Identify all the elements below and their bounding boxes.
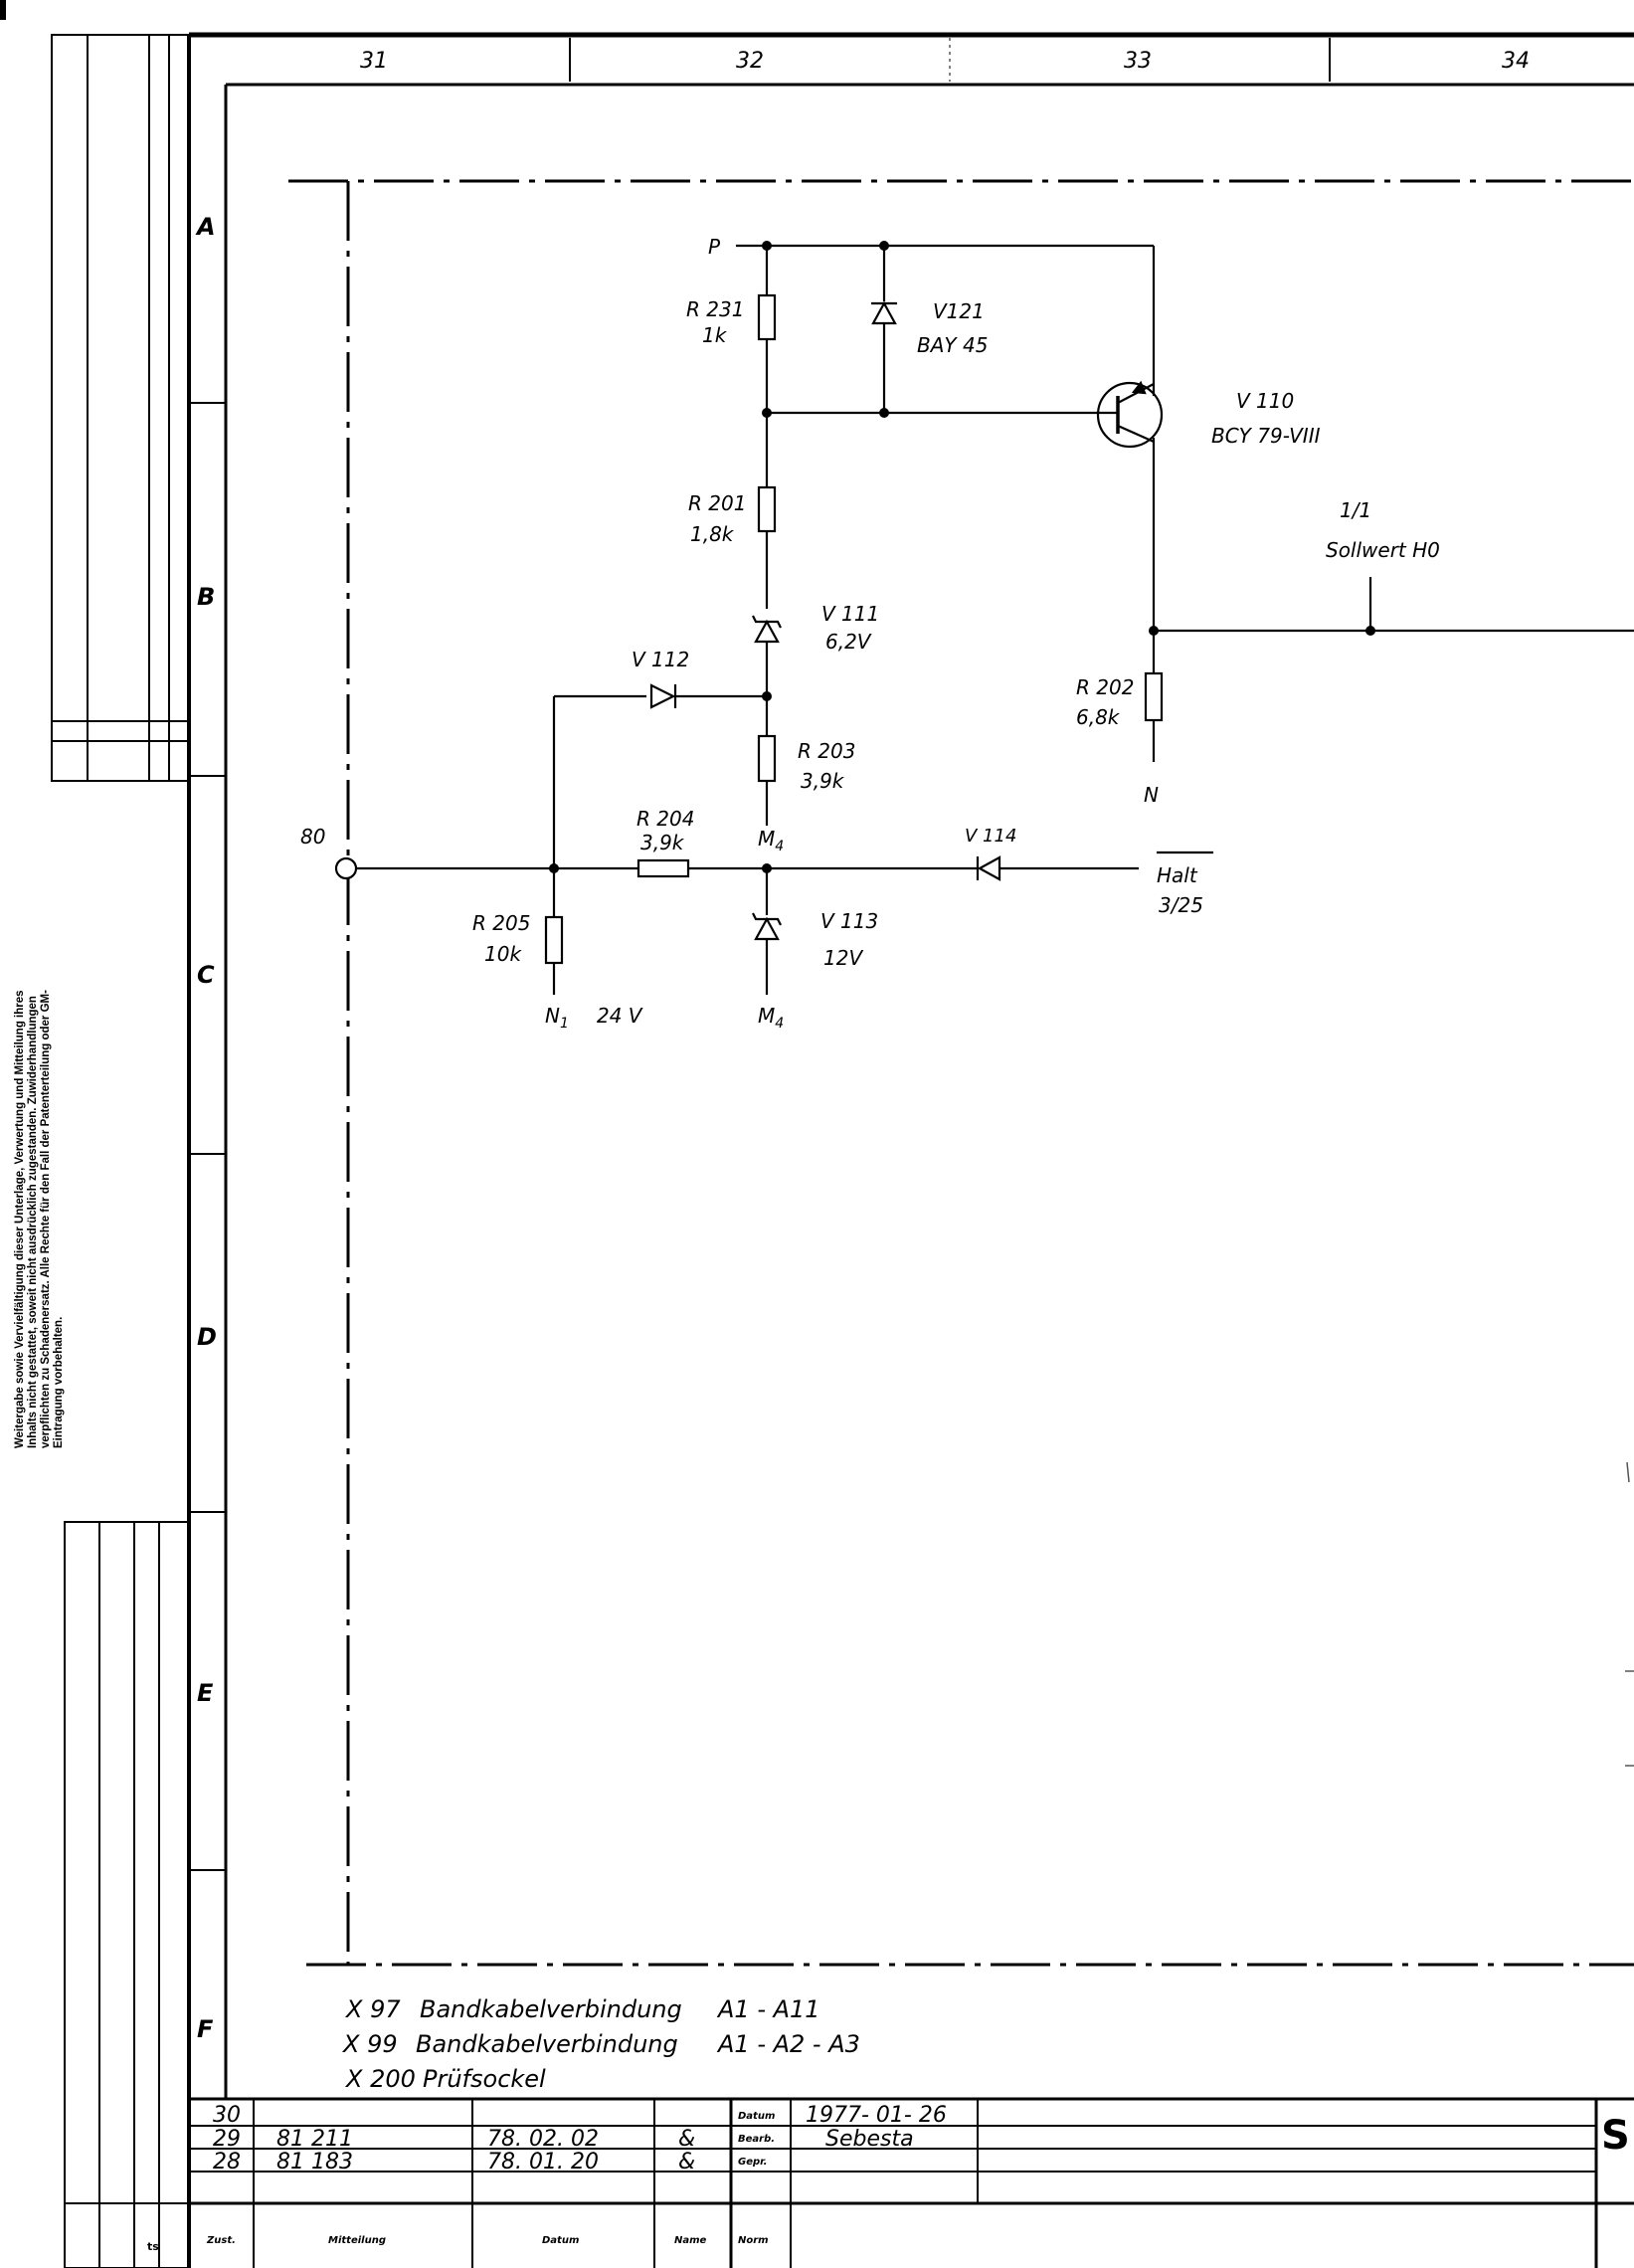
r204-resistor bbox=[636, 858, 690, 878]
tb-mitteilung: 81 211 bbox=[276, 2127, 353, 2152]
row-label: D bbox=[197, 1323, 217, 1351]
note-conn: A1 - A11 bbox=[716, 1995, 820, 2023]
r202-resistor bbox=[1144, 671, 1164, 722]
row-label: C bbox=[197, 961, 215, 989]
column-label: 32 bbox=[736, 49, 764, 74]
tb-bearb-value: Sebesta bbox=[825, 2127, 914, 2152]
column-label: 33 bbox=[1124, 49, 1152, 74]
v112-diode bbox=[649, 683, 677, 709]
net-n1-voltage: 24 V bbox=[597, 1004, 643, 1028]
tb-datum: 78. 01. 20 bbox=[487, 2150, 599, 2174]
r231-value: 1k bbox=[702, 323, 728, 347]
r202-value: 6,8k bbox=[1076, 705, 1121, 729]
net-n-label: N bbox=[1144, 783, 1159, 807]
column-labels: 31 32 33 34 bbox=[360, 49, 1530, 74]
left-margin-blocks bbox=[51, 34, 190, 2268]
tb-zust: 30 bbox=[213, 2103, 241, 2128]
note-id: X 97 bbox=[344, 1995, 401, 2023]
tb-name: & bbox=[678, 2150, 695, 2174]
tb-zust: 28 bbox=[213, 2150, 241, 2174]
r205-ref: R 205 bbox=[472, 911, 530, 935]
v114-ref: V 114 bbox=[965, 826, 1016, 847]
connector-notes: X 97 Bandkabelverbindung A1 - A11 X 99 B… bbox=[341, 1995, 860, 2093]
tb-name-header: Name bbox=[674, 2235, 707, 2246]
column-label: 31 bbox=[360, 49, 388, 74]
v113-ref: V 113 bbox=[820, 909, 878, 933]
net-n1-label: N1 bbox=[545, 1004, 569, 1032]
r202-ref: R 202 bbox=[1076, 675, 1134, 699]
tb-datum-label: Datum bbox=[738, 2111, 775, 2122]
r231-resistor bbox=[757, 293, 777, 341]
module-boundary bbox=[288, 179, 1634, 1967]
r201-value: 1,8k bbox=[690, 522, 735, 546]
v113-zener-diode bbox=[752, 912, 782, 941]
v114-diode bbox=[976, 855, 1001, 881]
r201-ref: R 201 bbox=[688, 491, 746, 515]
legal-notice: Weitergabe sowie Vervielfältigung dieser… bbox=[14, 990, 65, 1448]
note-desc: Prüfsockel bbox=[423, 2065, 546, 2093]
column-label: 34 bbox=[1502, 49, 1530, 74]
net-p-label: P bbox=[708, 235, 721, 259]
tb-datum-header: Datum bbox=[542, 2235, 579, 2246]
halt-ref: 3/25 bbox=[1159, 893, 1203, 917]
company-logo-letter: S bbox=[1601, 2113, 1630, 2159]
v111-zener-diode bbox=[752, 615, 782, 644]
note-conn: A1 - A2 - A3 bbox=[716, 2030, 860, 2058]
row-label: F bbox=[197, 2015, 214, 2043]
r231-ref: R 231 bbox=[686, 297, 744, 321]
v112-ref: V 112 bbox=[632, 648, 689, 671]
title-block bbox=[189, 2097, 1634, 2268]
halt-label: Halt bbox=[1157, 863, 1198, 887]
scan-marks bbox=[1625, 1461, 1634, 1767]
wires bbox=[356, 244, 1634, 995]
tb-datum-value: 1977- 01- 26 bbox=[806, 2103, 947, 2128]
note-id: X 200 bbox=[344, 2065, 416, 2093]
connector-80-terminal bbox=[334, 856, 358, 880]
junction-dots bbox=[549, 241, 1375, 873]
r203-ref: R 203 bbox=[798, 739, 855, 763]
v111-value: 6,2V bbox=[825, 630, 872, 654]
row-label: B bbox=[197, 583, 215, 611]
tb-datum: 78. 02. 02 bbox=[487, 2127, 599, 2152]
v113-value: 12V bbox=[823, 946, 863, 970]
v121-ref: V121 bbox=[933, 299, 985, 323]
tb-zust: 29 bbox=[213, 2127, 241, 2152]
tb-mitteilung-header: Mitteilung bbox=[328, 2235, 386, 2246]
tb-norm-label: Norm bbox=[738, 2235, 769, 2246]
v111-ref: V 111 bbox=[821, 602, 879, 626]
v110-ref: V 110 bbox=[1236, 389, 1294, 413]
v121-diode bbox=[871, 300, 897, 325]
corner-mark: ts bbox=[147, 2240, 159, 2253]
r204-ref: R 204 bbox=[636, 807, 694, 831]
tb-mitteilung: 81 183 bbox=[276, 2150, 353, 2174]
tb-zust-header: Zust. bbox=[206, 2235, 236, 2246]
note-desc: Bandkabelverbindung bbox=[416, 2030, 678, 2058]
note-desc: Bandkabelverbindung bbox=[420, 1995, 682, 2023]
note-id: X 99 bbox=[341, 2030, 398, 2058]
row-label: A bbox=[195, 213, 216, 241]
r205-value: 10k bbox=[484, 942, 522, 966]
v110-value: BCY 79-VIII bbox=[1211, 424, 1321, 448]
tb-gepr-label: Gepr. bbox=[738, 2157, 767, 2168]
v121-value: BAY 45 bbox=[917, 333, 988, 357]
r203-value: 3,9k bbox=[801, 769, 845, 793]
tb-bearb-label: Bearb. bbox=[738, 2134, 775, 2145]
row-label: E bbox=[197, 1679, 214, 1707]
v110-transistor bbox=[1096, 380, 1164, 449]
row-labels: A B C D E F bbox=[195, 213, 217, 2043]
r204-value: 3,9k bbox=[640, 831, 685, 854]
sollwert-label: Sollwert H0 bbox=[1326, 538, 1440, 562]
connector-80-label: 80 bbox=[300, 825, 325, 849]
sollwert-ref: 1/1 bbox=[1340, 498, 1371, 522]
net-m4-label-bottom: M4 bbox=[758, 1004, 784, 1032]
net-m4-label: M4 bbox=[758, 827, 784, 854]
r203-resistor bbox=[757, 734, 777, 783]
r205-resistor bbox=[544, 915, 564, 965]
tb-name: & bbox=[678, 2127, 695, 2152]
r201-resistor bbox=[757, 485, 777, 533]
